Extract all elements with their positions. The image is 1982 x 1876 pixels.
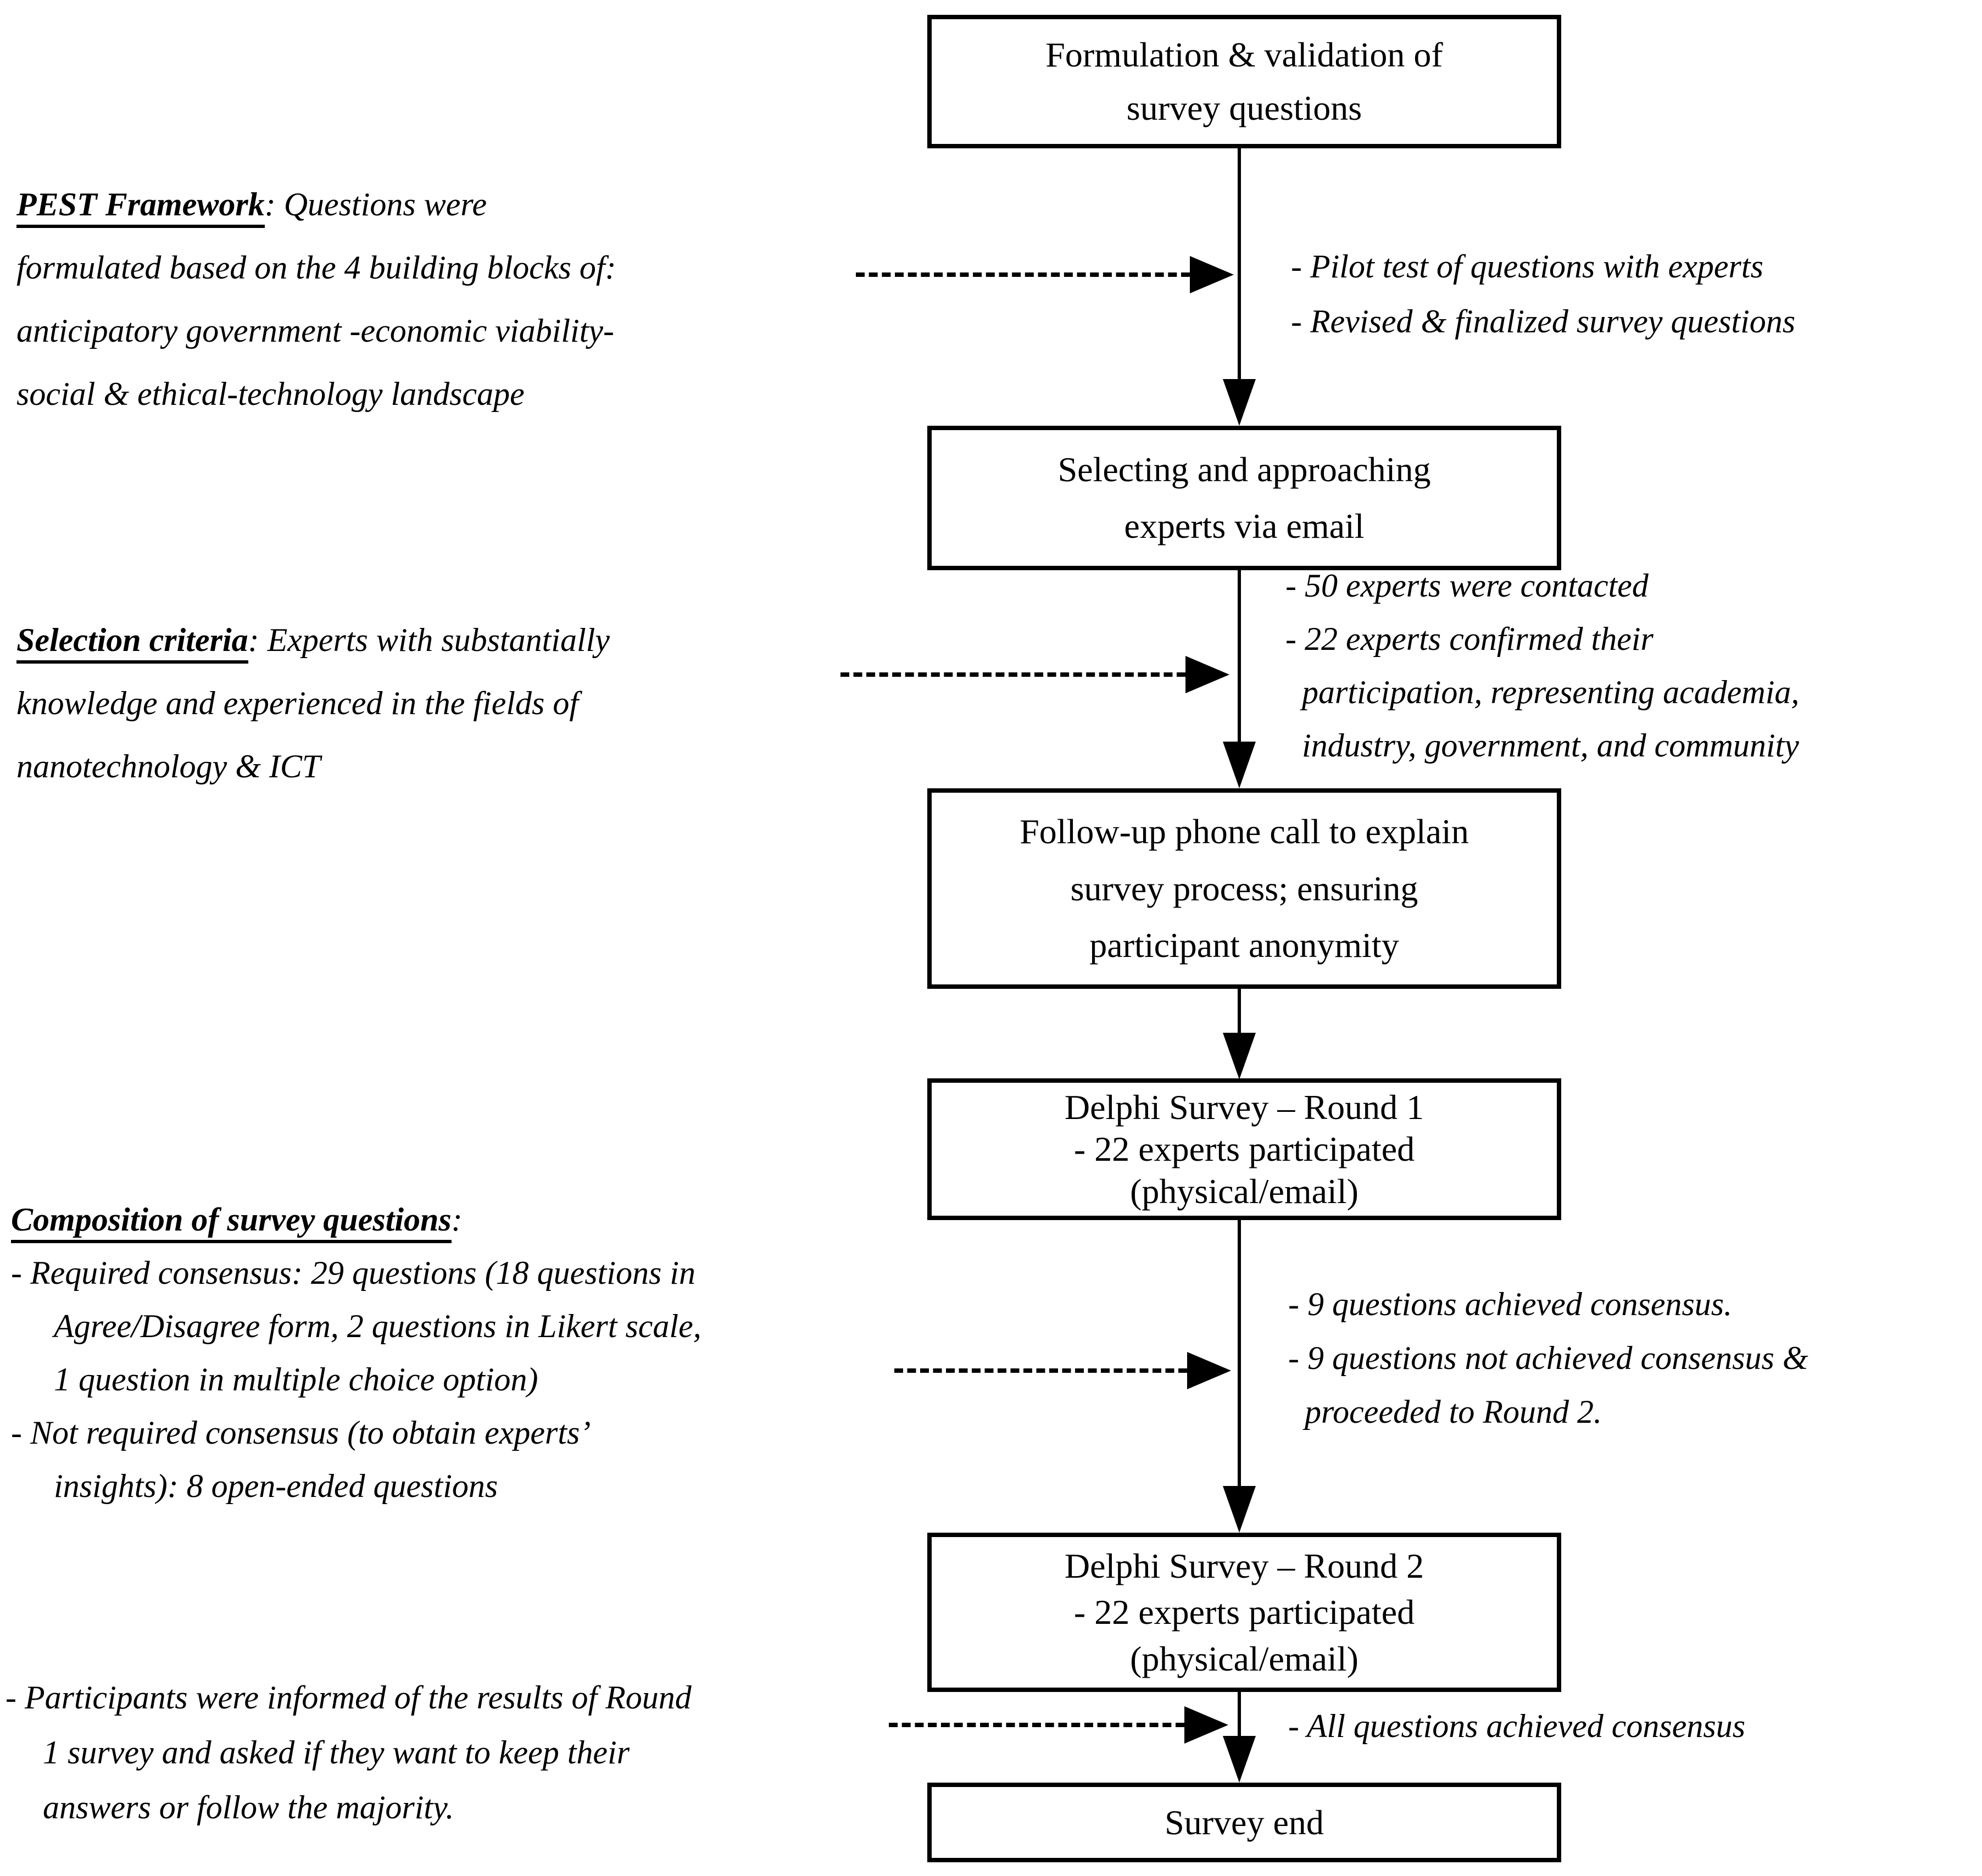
arrow-line-box4-box5 bbox=[1238, 1220, 1241, 1487]
flow-box-formulation: Formulation & validation of survey quest… bbox=[927, 15, 1561, 148]
note-line: participation, representing academia, bbox=[1302, 674, 1800, 710]
box-line: Delphi Survey – Round 2 bbox=[1064, 1546, 1424, 1585]
note-heading: Selection criteria bbox=[16, 622, 248, 664]
note-line: - 9 questions achieved consensus. bbox=[1288, 1286, 1733, 1322]
arrowhead-right-icon bbox=[1190, 256, 1234, 293]
box-line: Delphi Survey – Round 1 bbox=[1064, 1087, 1424, 1127]
note-line: - Revised & finalized survey questions bbox=[1291, 303, 1796, 339]
box-line: Formulation & validation of bbox=[1045, 35, 1443, 74]
dashed-arrow-line-composition bbox=[894, 1368, 1187, 1373]
note-heading: Composition of survey questions bbox=[11, 1201, 452, 1243]
dashed-arrow-line-pest bbox=[856, 272, 1190, 277]
note-heading-rest: : Experts with substantially bbox=[248, 622, 610, 658]
box-line: survey process; ensuring bbox=[1070, 869, 1418, 908]
note-pest-framework: PEST Framework: Questions were formulate… bbox=[16, 173, 895, 426]
note-line: 1 question in multiple choice option) bbox=[54, 1361, 538, 1398]
note-line: - 22 experts confirmed their bbox=[1285, 621, 1653, 657]
note-line: - 50 experts were contacted bbox=[1285, 567, 1649, 604]
box-line: participant anonymity bbox=[1089, 925, 1399, 965]
note-line: answers or follow the majority. bbox=[43, 1789, 454, 1825]
note-heading: PEST Framework bbox=[16, 186, 265, 228]
note-line: - Pilot test of questions with experts bbox=[1291, 248, 1763, 285]
note-line: knowledge and experienced in the fields … bbox=[16, 685, 579, 721]
arrowhead-right-icon bbox=[1187, 1352, 1231, 1389]
note-line: nanotechnology & ICT bbox=[16, 748, 321, 784]
box-line: (physical/email) bbox=[1130, 1171, 1359, 1211]
note-participants: - Participants were informed of the resu… bbox=[5, 1670, 928, 1835]
box-line: - 22 experts participated bbox=[1073, 1593, 1415, 1632]
arrowhead-down-icon bbox=[1223, 379, 1256, 426]
box-line: (physical/email) bbox=[1130, 1639, 1359, 1678]
flow-box-selecting-experts: Selecting and approaching experts via em… bbox=[927, 426, 1561, 570]
note-line: 1 survey and asked if they want to keep … bbox=[43, 1734, 630, 1771]
arrowhead-down-icon bbox=[1223, 742, 1256, 788]
note-line: social & ethical-technology landscape bbox=[16, 376, 525, 412]
flow-box-followup-call: Follow-up phone call to explain survey p… bbox=[927, 788, 1561, 989]
arrowhead-right-icon bbox=[1185, 656, 1229, 693]
note-line: - 9 questions not achieved consensus & bbox=[1288, 1340, 1808, 1376]
note-heading-rest: : bbox=[451, 1201, 463, 1238]
note-line: - All questions achieved consensus bbox=[1288, 1708, 1746, 1744]
dashed-arrow-line-selection bbox=[840, 672, 1185, 677]
arrow-line-box3-box4 bbox=[1238, 989, 1241, 1034]
box-line: experts via email bbox=[1124, 506, 1365, 546]
note-line: - Participants were informed of the resu… bbox=[5, 1679, 692, 1716]
note-line: insights): 8 open-ended questions bbox=[54, 1468, 498, 1504]
note-composition: Composition of survey questions: - Requi… bbox=[11, 1193, 912, 1513]
note-line: Composition of survey questions: bbox=[11, 1193, 912, 1246]
note-selection-criteria: Selection criteria: Experts with substan… bbox=[16, 609, 895, 798]
box-line: - 22 experts participated bbox=[1073, 1129, 1415, 1168]
note-experts-contacted: - 50 experts were contacted - 22 experts… bbox=[1285, 559, 1982, 772]
flow-box-delphi-round-2: Delphi Survey – Round 2 - 22 experts par… bbox=[927, 1533, 1561, 1692]
note-line: formulated based on the 4 building block… bbox=[16, 249, 616, 286]
box-line: Follow-up phone call to explain bbox=[1020, 812, 1469, 851]
box-line: survey questions bbox=[1126, 88, 1362, 127]
note-line: proceeded to Round 2. bbox=[1305, 1394, 1602, 1430]
arrow-line-box5-box6 bbox=[1238, 1692, 1241, 1737]
arrowhead-down-icon bbox=[1223, 1486, 1256, 1533]
note-line: - Required consensus: 29 questions (18 q… bbox=[11, 1255, 695, 1291]
note-line: industry, government, and community bbox=[1302, 727, 1799, 764]
note-line: Agree/Disagree form, 2 questions in Like… bbox=[54, 1308, 702, 1344]
box-line: Selecting and approaching bbox=[1057, 449, 1431, 489]
note-round2-results: - All questions achieved consensus bbox=[1288, 1699, 1980, 1753]
note-round1-results: - 9 questions achieved consensus. - 9 qu… bbox=[1288, 1277, 1980, 1439]
note-line: PEST Framework: Questions were bbox=[16, 173, 895, 236]
note-line: Selection criteria: Experts with substan… bbox=[16, 609, 895, 672]
arrowhead-down-icon bbox=[1223, 1736, 1256, 1783]
arrow-line-box1-box2 bbox=[1238, 148, 1241, 379]
arrowhead-right-icon bbox=[1184, 1706, 1228, 1744]
note-line: - Not required consensus (to obtain expe… bbox=[11, 1415, 591, 1451]
flow-box-delphi-round-1: Delphi Survey – Round 1 - 22 experts par… bbox=[927, 1078, 1561, 1220]
flow-box-survey-end: Survey end bbox=[927, 1783, 1561, 1862]
dashed-arrow-line-participants bbox=[889, 1723, 1184, 1727]
arrowhead-down-icon bbox=[1223, 1033, 1256, 1079]
note-heading-rest: : Questions were bbox=[264, 186, 487, 222]
note-pilot-results: - Pilot test of questions with experts -… bbox=[1291, 239, 1982, 349]
box-line: Survey end bbox=[1165, 1802, 1324, 1842]
arrow-line-box2-box3 bbox=[1238, 570, 1241, 742]
note-line: anticipatory government -economic viabil… bbox=[16, 313, 614, 349]
